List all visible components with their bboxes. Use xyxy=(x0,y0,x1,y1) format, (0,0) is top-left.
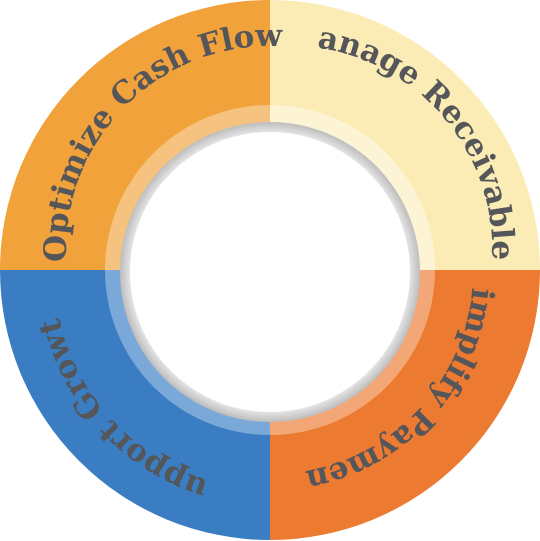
center-highlight xyxy=(130,132,410,412)
